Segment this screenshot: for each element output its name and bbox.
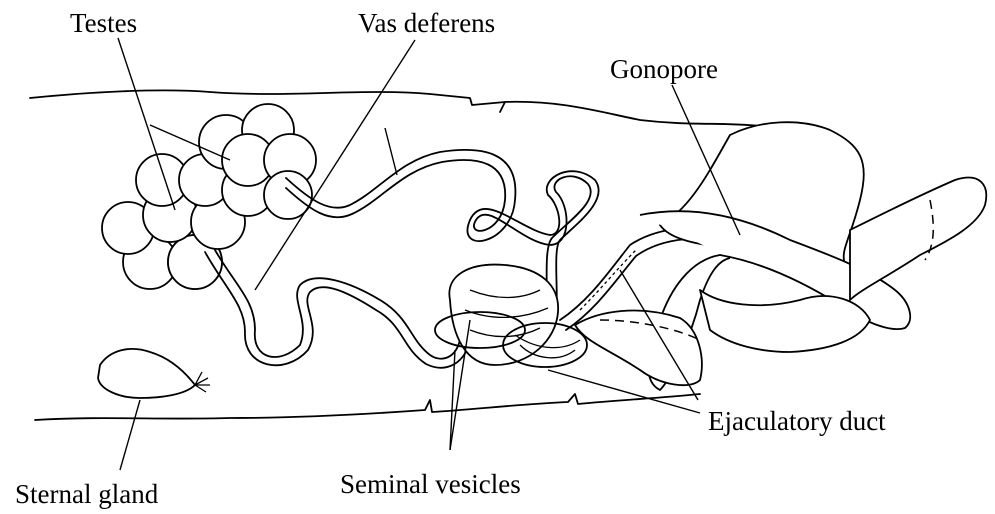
label-gonopore: Gonopore (610, 54, 718, 84)
sternal-gland (98, 349, 210, 398)
label-ejaculatory-duct: Ejaculatory duct (708, 406, 886, 436)
label-testes: Testes (70, 8, 137, 38)
seminal-vesicles (435, 265, 587, 367)
label-seminal-vesicles: Seminal vesicles (340, 469, 521, 499)
testes (102, 104, 316, 289)
label-vas-deferens: Vas deferens (358, 8, 495, 38)
label-sternal-gland: Sternal gland (15, 479, 159, 509)
